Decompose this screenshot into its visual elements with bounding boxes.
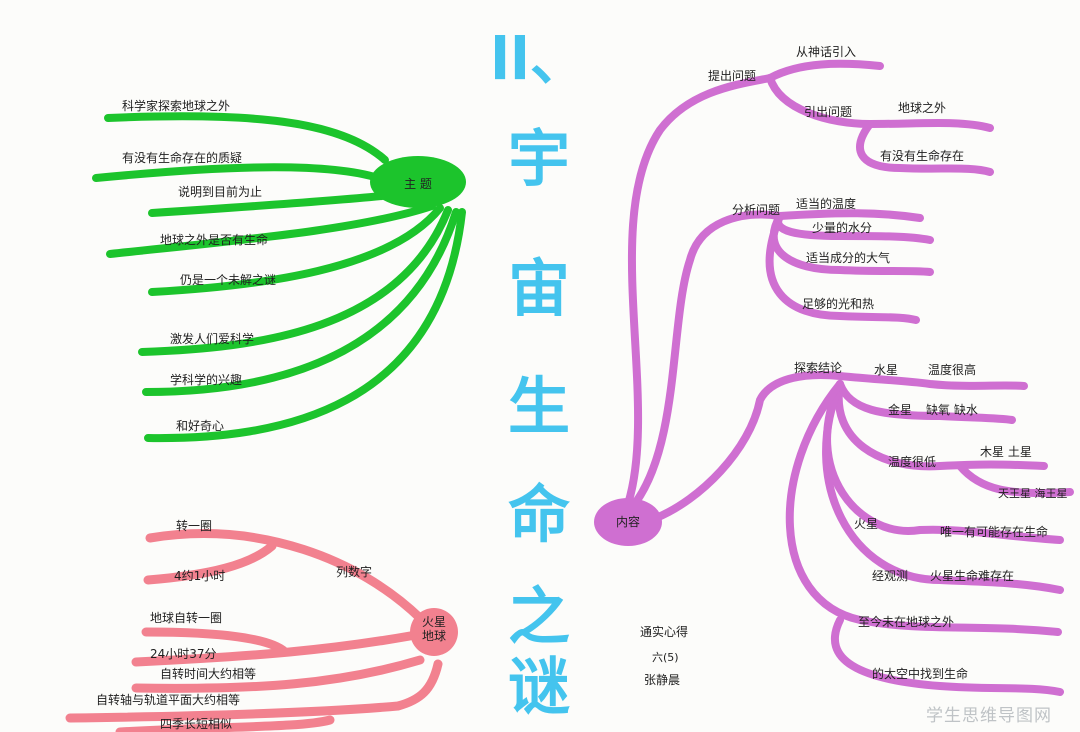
green-branches (92, 112, 466, 443)
purple-label-7: 适当的温度 (796, 197, 857, 211)
purple-label-15: 缺氧 缺水 (926, 403, 978, 417)
purple-label-21: 经观测 (872, 569, 909, 583)
pink-label-4: 24小时37分 (150, 647, 217, 661)
green-branch-5 (148, 204, 444, 296)
pink-branch-3 (131, 631, 415, 667)
green-branch-3 (148, 192, 386, 217)
green-label-7: 学科学的兴趣 (170, 373, 243, 387)
green-branch-2 (92, 163, 382, 182)
purple-topic-node (594, 498, 662, 546)
purple-branch-question (624, 74, 774, 508)
title-char-6: 之 (507, 580, 570, 653)
purple-label-5: 有没有生命存在 (880, 149, 965, 163)
green-topic-node (370, 156, 466, 208)
pink-label-6: 自转轴与轨道平面大约相等 (96, 693, 241, 707)
green-branch-8 (144, 208, 466, 443)
purple-label-6: 分析问题 (732, 203, 781, 217)
green-branch-1 (104, 112, 389, 164)
purple-label-1: 提出问题 (708, 69, 757, 83)
pink-label-5: 自转时间大约相等 (160, 667, 257, 681)
pink-branch-6 (115, 715, 335, 732)
purple-label-3: 引出问题 (804, 105, 853, 119)
purple-label-10: 足够的光和热 (802, 297, 875, 311)
purple-label-20: 唯一有可能存在生命 (940, 525, 1049, 539)
title-char-4: 生 (507, 370, 570, 443)
purple-label-17: 木星 土星 (980, 445, 1032, 459)
pink-branch-5 (65, 659, 443, 723)
signature-line-3: 张静晨 (644, 673, 681, 687)
pink-branches (65, 529, 443, 732)
pink-branch-2 (141, 627, 290, 657)
green-label-8: 和好奇心 (176, 419, 225, 433)
green-label-1: 科学家探索地球之外 (122, 99, 231, 113)
pink-label-3: 地球自转一圈 (150, 611, 223, 625)
purple-label-23: 至今未在地球之外 (858, 615, 955, 629)
purple-label-11: 探索结论 (794, 361, 843, 375)
green-label-2: 有没有生命存在的质疑 (122, 151, 243, 165)
purple-label-2: 从神话引入 (796, 45, 857, 59)
green-label-6: 激发人们爱科学 (170, 332, 255, 346)
purple-branch-analysis (632, 210, 784, 506)
pink-label-1: 转一圈 (176, 519, 213, 533)
pink-branch-label: 列数字 (336, 565, 373, 579)
purple-label-14: 金星 (888, 403, 913, 417)
title-char-1: ll、 (490, 25, 588, 93)
pink-branch-main (145, 529, 425, 623)
pink-topic-line-2: 地球 (421, 628, 446, 643)
green-label-5: 仍是一个未解之谜 (180, 273, 277, 287)
purple-label-8: 少量的水分 (812, 221, 873, 235)
purple-label-16: 温度很低 (888, 455, 937, 469)
pink-topic-line-1: 火星 (421, 615, 446, 629)
purple-label-9: 适当成分的大气 (806, 251, 891, 265)
pink-topic-label: 火星 地球 (412, 615, 456, 644)
pink-label-2: 4约1小时 (174, 569, 226, 583)
green-branch-6 (138, 206, 452, 356)
purple-label-12: 水星 (874, 363, 899, 377)
pink-branch-4 (131, 655, 425, 693)
purple-topic-label: 内容 (615, 515, 640, 529)
pink-branch-1 (143, 541, 277, 585)
green-topic-label: 主 题 (404, 177, 432, 191)
pink-topic-node (410, 608, 458, 656)
purple-label-18: 天王星 海王星 (998, 487, 1068, 500)
title-char-5: 命 (507, 478, 570, 551)
title-char-3: 宙 (507, 252, 570, 325)
purple-label-13: 温度很高 (928, 363, 977, 377)
purple-branches (624, 59, 1074, 696)
signature-line-1: 通实心得 (640, 625, 689, 639)
green-label-4: 地球之外是否有生命 (160, 233, 269, 247)
purple-label-4: 地球之外 (898, 101, 947, 115)
purple-label-22: 火星生命难存在 (930, 569, 1015, 583)
green-branch-4 (106, 202, 436, 258)
purple-label-24: 的太空中找到生命 (872, 667, 969, 681)
watermark: 学生思维导图网 (926, 706, 1052, 726)
green-label-3: 说明到目前为止 (178, 185, 263, 199)
green-branch-7 (142, 208, 460, 396)
purple-label-19: 火星 (854, 517, 879, 531)
purple-branch-conclusion (652, 371, 1028, 522)
title-char-7: 谜 (507, 650, 570, 723)
pink-label-7: 四季长短相似 (160, 717, 233, 731)
signature-line-2: 六(5) (652, 651, 679, 664)
title-char-2: 宇 (507, 122, 570, 195)
